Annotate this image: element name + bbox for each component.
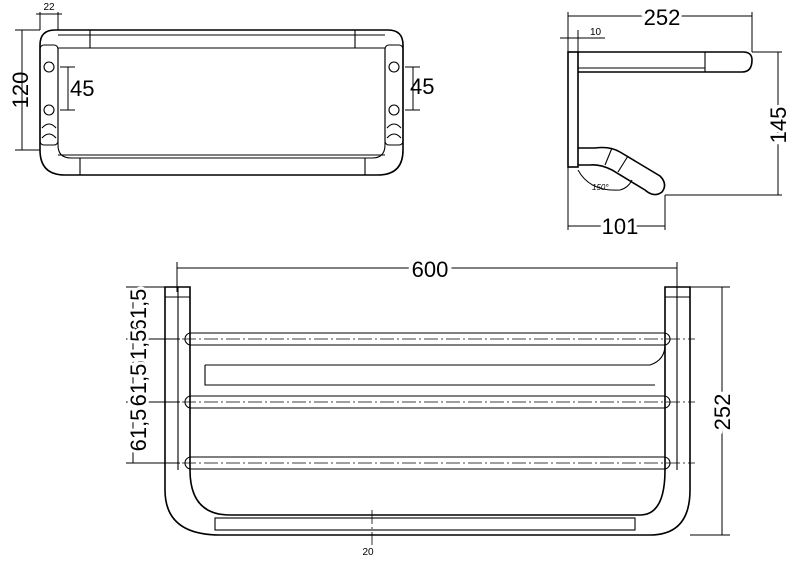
end-view-depth-label: 252 (644, 5, 681, 30)
end-view-wall-plate (567, 51, 579, 168)
front-view-tube-width-label: 22 (43, 2, 55, 13)
end-view-angle-label: 150° (592, 183, 609, 192)
screw-hole-right-bottom (388, 104, 400, 116)
screw-hole-right-top (388, 61, 400, 73)
front-view-height-label: 120 (8, 72, 33, 109)
front-view-left-spacing-label: 45 (70, 76, 94, 101)
front-view-right-spacing-label: 45 (410, 74, 434, 99)
end-view-plate-label: 10 (590, 27, 602, 38)
top-view-pitch-label-3: 61,5 (126, 364, 151, 407)
top-view-frame-outer (164, 286, 691, 536)
screw-hole-left-top (43, 61, 55, 73)
top-view-pitch-label-2: 61,5 (126, 330, 151, 373)
front-view-frame-inner (57, 47, 386, 159)
end-view-base-label: 101 (602, 214, 639, 239)
top-view: 600 252 61,5 61,5 61,5 61,5 20 (123, 253, 739, 558)
screw-hole-left-bottom (43, 104, 55, 116)
top-view-depth-label: 252 (710, 394, 735, 431)
top-view-pitch-label-1: 61,5 (126, 289, 151, 332)
front-view: 120 22 45 45 (8, 2, 434, 176)
end-view: 150° 252 10 145 101 (560, 2, 794, 242)
top-view-length-label: 600 (412, 257, 449, 282)
front-view-frame-outer (39, 29, 404, 176)
top-view-tube-label: 20 (362, 547, 374, 558)
top-view-pitch-label-4: 61,5 (126, 409, 151, 452)
end-view-height-label: 145 (766, 107, 791, 144)
front-rail (214, 517, 636, 531)
